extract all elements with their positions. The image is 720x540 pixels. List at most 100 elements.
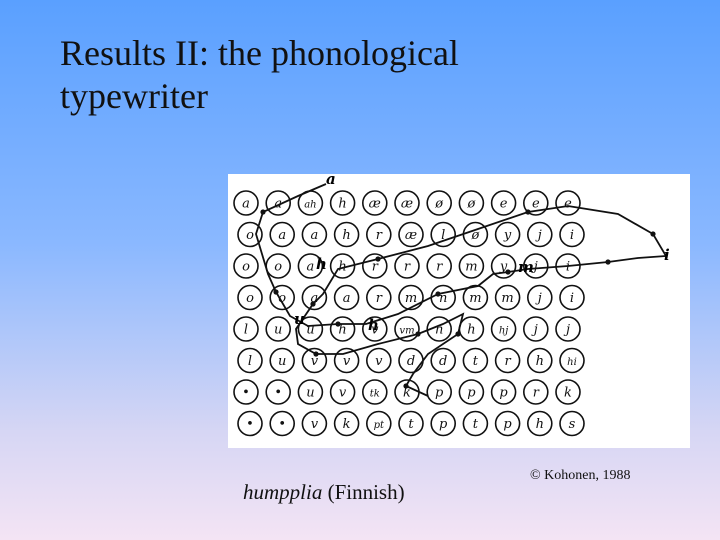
map-cell: a [233,190,259,216]
trajectory-phoneme-label: h [368,316,379,334]
map-cell-label: o [246,228,254,243]
map-cell-label: p [499,386,508,401]
map-cell-label: a [311,291,319,306]
trajectory-point [650,231,656,237]
map-cell: pt [366,410,392,437]
map-cell-label: h [342,228,350,243]
map-cell-label: e [564,197,572,212]
map-cell: h [329,190,356,216]
map-cell: e [522,190,549,216]
map-cell-label: a [242,197,250,212]
map-cell-label: h [338,323,346,338]
map-cell-label: n [435,323,443,338]
map-cell: n [430,284,456,311]
map-cell: p [426,379,452,405]
trajectory-phoneme-label: m [518,258,534,276]
map-cell: r [522,379,549,405]
map-cell-label: u [306,323,314,338]
map-cell-label: v [311,354,319,369]
map-cell-label: j [535,291,542,306]
map-cell-label: o [278,291,286,306]
map-cell-label: m [405,291,417,306]
map-cell: l [237,347,263,374]
map-cell: p [494,410,521,437]
map-cell-label: p [503,417,512,432]
map-cell: t [462,410,489,437]
map-cell-label: k [343,417,351,432]
map-cell: y [494,221,521,248]
map-cell: æ [398,221,424,248]
map-cell: j [526,221,553,248]
map-cell: r [366,221,392,248]
trajectory-point [375,256,381,262]
trajectory-phoneme-label: a [326,174,336,188]
map-cell: l [430,221,456,248]
figure-caption: humpplia (Finnish) [243,480,405,505]
map-cell-label: r [376,228,383,243]
map-cell-label: a [307,260,315,275]
map-cell-label: v [339,386,347,401]
map-cell-label: t [408,417,414,432]
map-cell-label: o [242,260,250,275]
slide-title-line-1: Results II: the phonological [60,33,459,73]
map-cell-label: h [338,197,346,212]
map-cell: t [462,347,489,374]
map-cell: æ [394,190,420,216]
map-cell: a [265,190,292,216]
map-cell-label: o [246,291,254,306]
map-cell: u [265,316,292,342]
trajectory-point [415,331,421,337]
trajectory-phoneme-label: u [294,310,305,328]
map-cell-label: n [439,291,447,306]
map-cell: j [522,253,549,279]
map-cell-label: d [439,354,447,369]
caption-language: (Finnish) [322,480,405,504]
map-cell: d [430,347,456,374]
map-cell-label: ø [434,197,443,212]
map-cell-label: j [531,260,538,275]
map-cell-label: j [563,323,570,338]
map-cell: m [494,284,521,311]
map-cell-label: v [375,354,383,369]
map-cell-label: k [564,386,572,401]
map-cell: æ [362,190,388,216]
map-cell: v [301,410,328,437]
map-cell: j [522,316,549,342]
map-cell-label: r [372,260,379,275]
map-cell-label: a [274,197,282,212]
copyright-credit: © Kohonen, 1988 [530,468,631,483]
trajectory-point [273,289,279,295]
map-cell-label: l [248,354,252,369]
map-cell: o [237,221,263,248]
map-cell: a [301,221,328,248]
slide-title: Results II: the phonological typewriter [60,32,620,118]
map-cell-label: k [403,386,411,401]
map-cell-label: ø [470,228,479,243]
trajectory-point [260,209,266,215]
map-cell-label: æ [401,197,413,212]
trajectory-point [605,259,611,265]
trajectory-point [505,269,511,275]
map-cell: m [462,284,489,311]
map-cell-label: e [532,197,540,212]
map-cell: o [237,284,263,311]
map-cell-label: vm [399,326,414,337]
map-cell-label: m [501,291,513,306]
map-cell-label: e [500,197,508,212]
map-cell: k [394,379,420,405]
map-cell: o [265,253,292,279]
map-cell: • [233,379,259,405]
map-cell-label: pt [374,420,385,431]
map-cell: m [398,284,424,311]
map-cell-label: tk [370,389,380,400]
map-cell-label: i [570,291,574,306]
trajectory-point [455,331,461,337]
map-cell: p [430,410,456,437]
map-cell: ø [458,190,485,216]
map-cell: t [398,410,424,437]
map-cell: • [269,410,296,437]
map-cell: i [559,221,585,248]
map-cell: d [398,347,424,374]
